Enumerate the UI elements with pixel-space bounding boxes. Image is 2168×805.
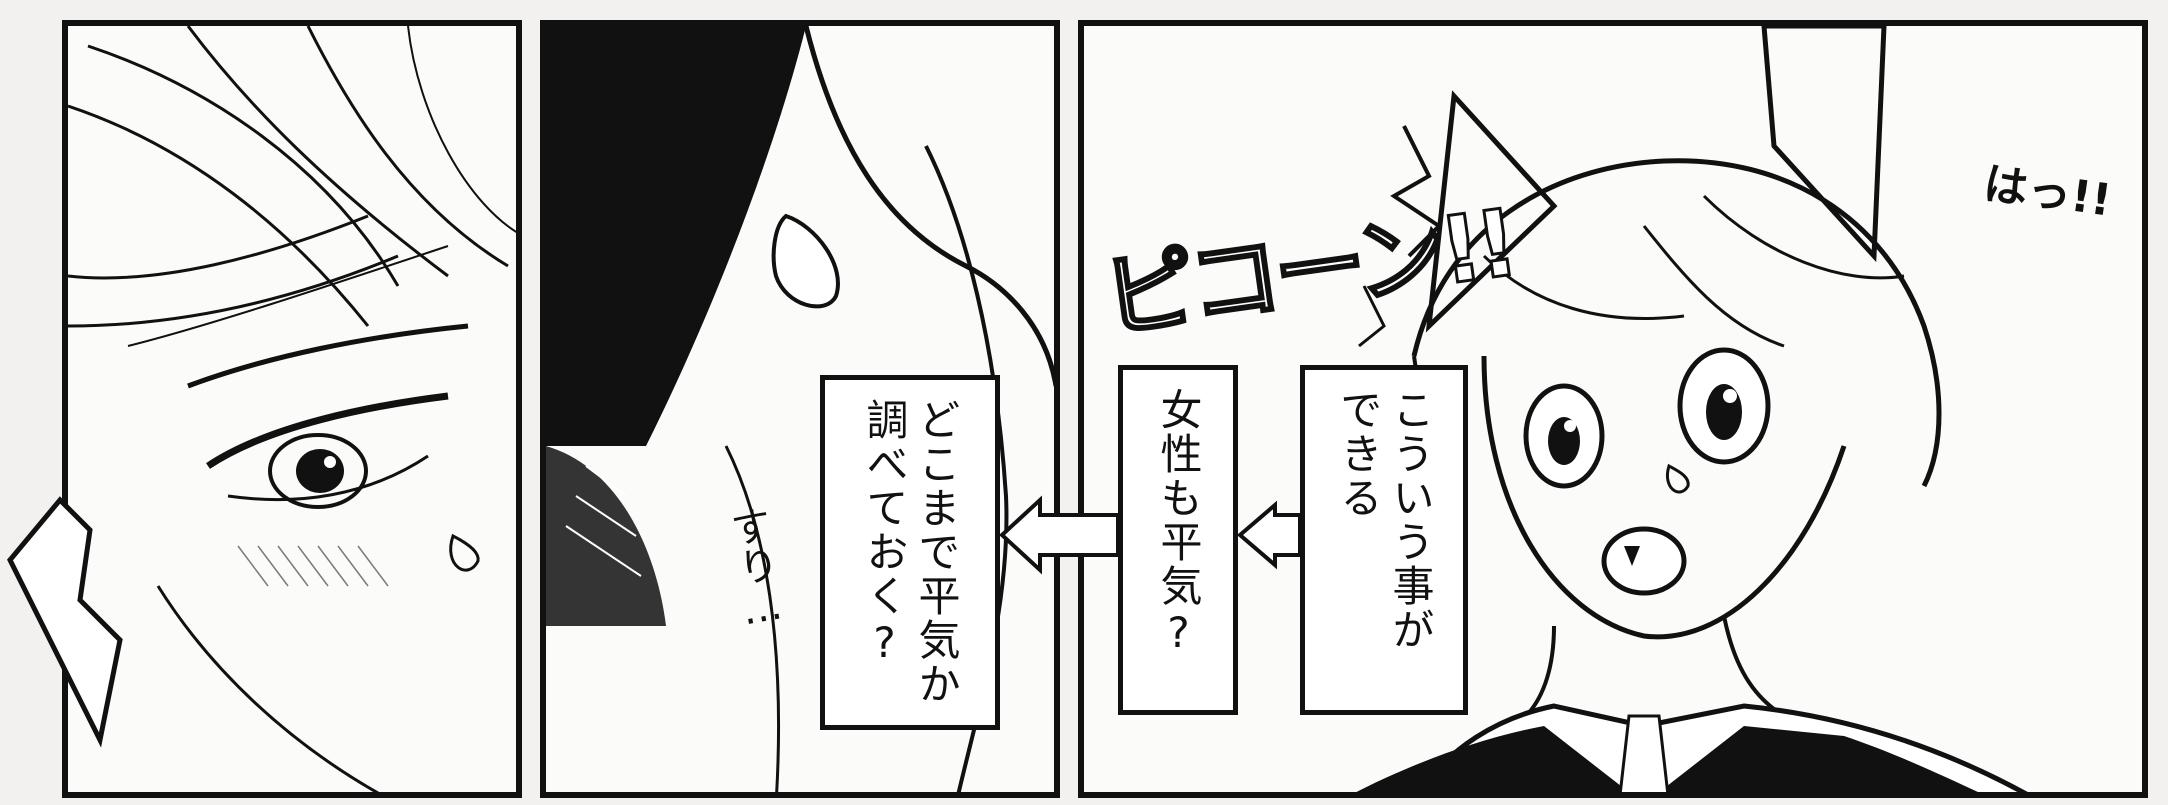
caption-third-line-2: 調べておく? [860,398,909,669]
panel-catboy: ピコーン!! はっ!! [1078,20,2148,798]
caption-third-line-1: どこまで平気か [912,398,961,706]
caption-second-line-1: 女性も平気? [1154,388,1203,659]
caption-first-line-2: できる [1334,388,1383,520]
panel-eye-closeup [62,20,522,798]
caption-first: こういう事が できる [1300,365,1468,715]
catboy-art [1356,26,2028,792]
hand-art [546,26,1054,792]
caption-third: どこまで平気か 調べておく? [820,375,1000,730]
caption-second: 女性も平気? [1118,365,1238,715]
caption-first-line-1: こういう事が [1386,388,1435,652]
eye-closeup-art [68,26,516,792]
